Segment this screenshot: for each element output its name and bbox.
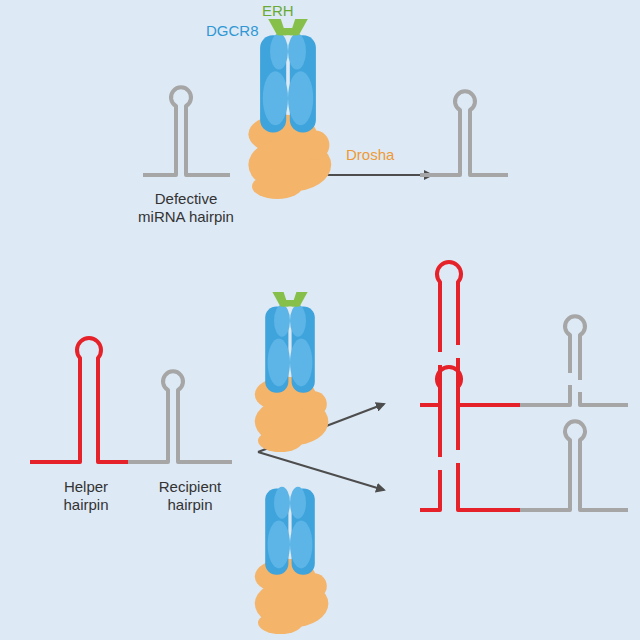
cleaved-recipient <box>520 316 628 405</box>
cleaved-helper <box>420 367 520 510</box>
defective-hairpin <box>143 87 230 175</box>
protein-label: ERH <box>262 2 294 20</box>
reaction-arrow <box>258 452 384 490</box>
protein-label: DGCR8 <box>206 22 259 40</box>
uncleaved-hairpin <box>420 91 508 175</box>
protein-label: Drosha <box>346 146 394 164</box>
hairpin-label: Recipient hairpin <box>151 478 229 514</box>
hairpin-label: Helper hairpin <box>53 478 119 514</box>
uncleaved-recipient <box>520 421 628 510</box>
cleaved-helper <box>420 262 520 405</box>
hairpin-label: Defective miRNA hairpin <box>134 190 238 226</box>
helper-hairpin <box>30 338 128 462</box>
recipient-hairpin <box>128 371 232 462</box>
